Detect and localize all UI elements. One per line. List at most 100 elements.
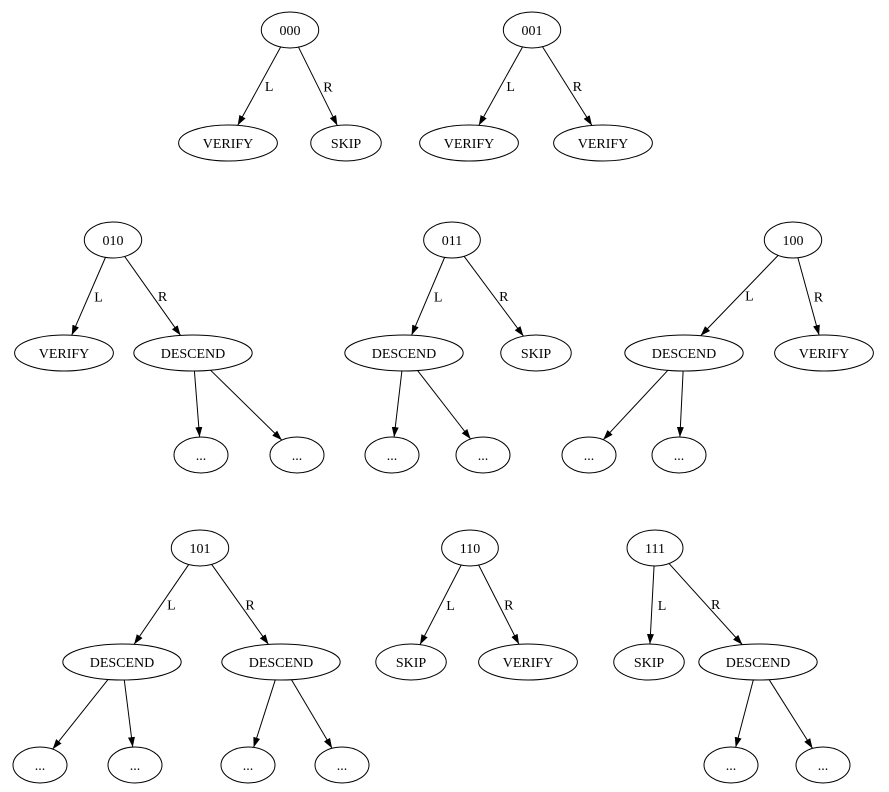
node-label: DESCEND [726,656,791,671]
node-label: VERIFY [444,137,495,152]
tree-111-node-L: SKIP [613,643,685,681]
tree-010-node-root: 010 [83,221,143,259]
node-ellipse [12,746,68,784]
node-ellipse [375,643,447,681]
node-ellipse [62,643,182,681]
edge-arrow [391,370,403,438]
node-label: 001 [522,24,543,39]
node-ellipse [310,124,382,162]
edge-arrow [237,46,282,126]
node-ellipse [624,334,744,372]
tree-110-node-root: 110 [441,529,499,567]
node-label: SKIP [331,137,362,152]
tree-001-edge-root-L: L [478,46,523,126]
tree-000-node-root: 000 [260,11,320,49]
tree-100-node-L: DESCEND [624,334,744,372]
tree-000-node-R: SKIP [310,124,382,162]
node-label: SKIP [521,347,552,362]
node-label: ... [478,449,489,464]
edge-label: R [245,598,255,613]
tree-010-node-RR: ... [269,436,325,474]
tree-101-node-LR: ... [107,746,163,784]
tree-111-node-RR: ... [795,746,851,784]
tree-100-node-LL: ... [561,436,617,474]
tree-100-edge-L-LL [602,369,669,441]
tree-100-edge-root-L: L [700,255,779,337]
edge-label: L [745,290,754,305]
edge-label: R [499,290,509,305]
tree-101-edge-L-LR [123,679,135,748]
node-label: ... [196,449,207,464]
tree-101-node-root: 101 [170,529,230,567]
edge-label: L [94,290,103,305]
node-label: ... [292,449,303,464]
edge-label: L [446,599,455,614]
edge-arrow [193,370,203,438]
node-ellipse [613,643,685,681]
edge-label: L [167,598,176,613]
edge-arrow [542,46,593,126]
edge-arrow [478,564,520,645]
tree-001-edge-root-R: R [542,46,593,126]
tree-001-node-root: 001 [502,11,562,49]
node-label: ... [726,759,737,774]
tree-101-edge-L-LL [52,679,109,750]
node-ellipse [364,436,420,474]
edge-label: R [323,80,333,95]
node-ellipse [651,436,707,474]
node-ellipse [14,334,114,372]
node-label: ... [243,759,254,774]
tree-011-edge-L-LL [391,370,403,438]
tree-110-edge-root-R: R [478,564,520,645]
node-label: 000 [280,24,301,39]
node-ellipse [423,221,481,259]
tree-111-edge-root-L: L [646,565,667,645]
edge-arrow [253,679,276,748]
node-ellipse [698,643,818,681]
edge-arrow [797,257,820,336]
edge-arrow [123,679,135,748]
node-label: DESCEND [90,656,155,671]
edge-arrow [646,565,655,645]
node-label: ... [674,449,685,464]
node-label: 010 [103,234,124,249]
tree-100-edge-root-R: R [797,257,824,336]
node-label: ... [818,759,829,774]
node-label: DESCEND [652,347,717,362]
tree-001-node-R: VERIFY [553,124,653,162]
tree-000-edge-root-L: L [237,46,282,126]
tree-011-edge-root-R: R [463,255,524,337]
edge-arrow [734,679,754,748]
edge-arrow [133,564,190,645]
tree-011-node-L: DESCEND [344,334,464,372]
tree-101-edge-R-RL [253,679,276,748]
tree-100-node-LR: ... [651,436,707,474]
edge-arrow [463,255,524,337]
node-ellipse [133,334,253,372]
node-ellipse [703,746,759,784]
node-ellipse [478,643,578,681]
edge-label: R [814,290,824,305]
edge-label: R [573,80,583,95]
edge-arrow [52,679,109,750]
tree-110-node-L: SKIP [375,643,447,681]
edge-label: L [658,599,667,614]
tree-111-node-root: 111 [626,529,684,567]
tree-010-edge-root-L: L [71,257,106,336]
tree-010-edge-R-RL [193,370,203,438]
edge-arrow [411,257,446,336]
tree-101-node-LL: ... [12,746,68,784]
tree-110-node-R: VERIFY [478,643,578,681]
edge-arrow [211,564,269,645]
node-ellipse [500,334,572,372]
node-ellipse [260,11,320,49]
node-label: DESCEND [249,656,314,671]
